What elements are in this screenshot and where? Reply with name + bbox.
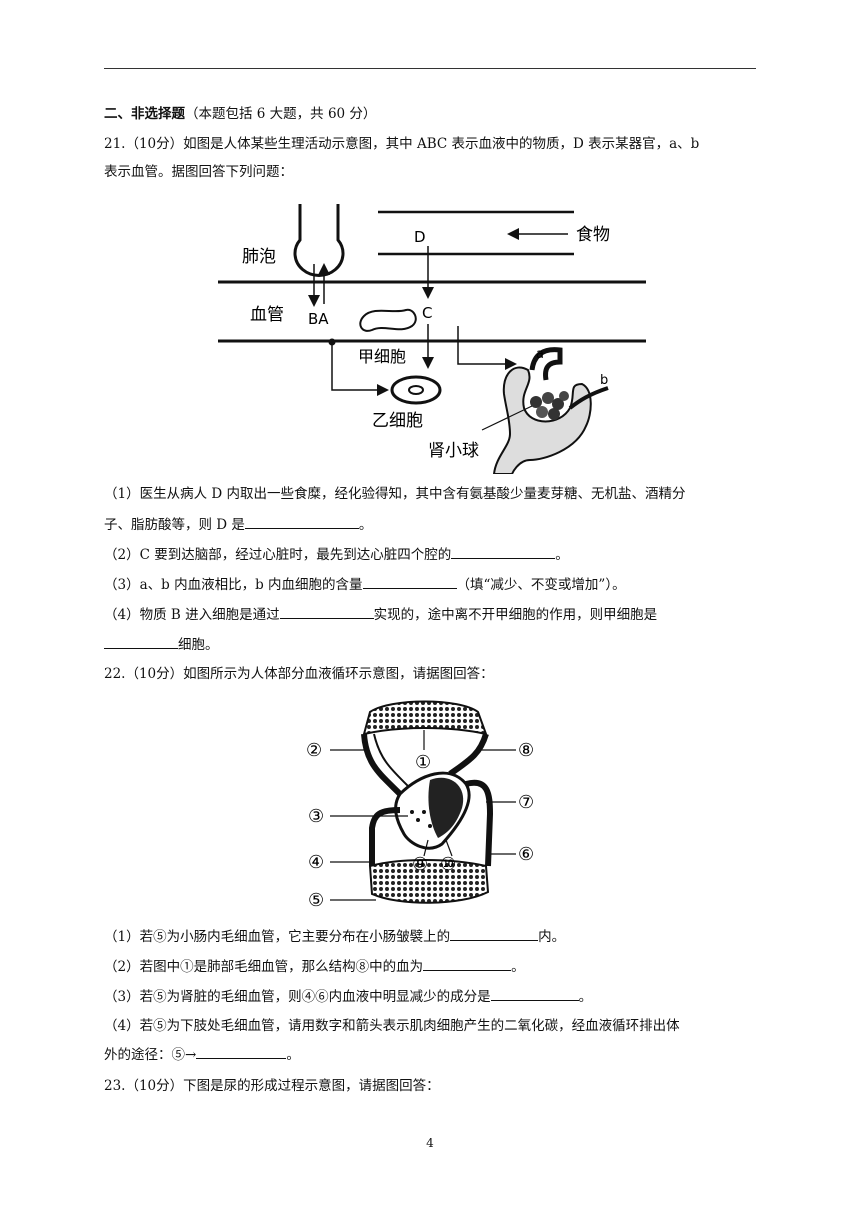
label-3: ③ [308, 806, 324, 827]
q21-p1-line2: 子、脂肪酸等，则 D 是。 [104, 514, 764, 535]
answer-blank[interactable] [196, 1044, 287, 1059]
label-ba: BA [308, 310, 329, 328]
q21-stem-line1: 21.（10分）如图是人体某些生理活动示意图，其中 ABC 表示血液中的物质，D… [104, 136, 700, 152]
q22-p1: （1）若⑤为小肠内毛细血管，它主要分布在小肠皱襞上的内。 [104, 926, 764, 947]
vessel-right-top [448, 733, 489, 777]
alveolus-shape [293, 204, 345, 277]
vessel-b-shape [568, 386, 609, 410]
q22-p4-line1: （4）若⑤为下肢处毛细血管，请用数字和箭头表示肌肉细胞产生的二氧化碳，经血液循环… [104, 1018, 680, 1034]
label-7: ⑦ [518, 792, 534, 813]
section-title: 二、非选择题 [104, 106, 185, 122]
q21-p2: （2）C 要到达脑部，经过心脏时，最先到达心脏四个腔的。 [104, 544, 764, 565]
q21-stem-line2: 表示血管。据图回答下列问题： [104, 164, 293, 180]
answer-blank[interactable] [279, 604, 374, 619]
capillary-top [362, 700, 488, 736]
answer-blank[interactable] [362, 574, 457, 589]
label-1: ① [415, 752, 431, 773]
label-4: ④ [308, 852, 324, 873]
glomerulus-pointer [481, 405, 533, 431]
vessel-right-outer [465, 779, 494, 867]
answer-blank[interactable] [244, 514, 359, 529]
page-number: 4 [426, 1136, 434, 1150]
q22-circulation-figure: ② ⑧ ① ⑦ ③ ⑨ ⑩ ⑥ ④ ⑤ [306, 700, 534, 911]
kidney-capsule-shape [492, 366, 592, 474]
jia-cell-shape [359, 308, 417, 332]
q22-p4-line2: 外的途径：⑤→。 [104, 1044, 764, 1065]
arrow-to-kidney [457, 326, 517, 370]
label-10: ⑩ [440, 854, 456, 875]
q22-p3: （3）若⑤为肾脏的毛细血管，则④⑥内血液中明显减少的成分是。 [104, 986, 764, 1007]
section-note: （本题包括 6 大题，共 60 分） [185, 106, 377, 122]
q22-p2: （2）若图中①是肺部毛细血管，那么结构⑧中的血为。 [104, 956, 764, 977]
label-9: ⑨ [412, 854, 428, 875]
vessel-left-top [361, 733, 403, 797]
label-d: D [414, 228, 426, 246]
q21-p4-line1: （4）物质 B 进入细胞是通过实现的，途中离不开甲细胞的作用，则甲细胞是 [104, 604, 764, 625]
label-b: b [600, 373, 608, 388]
label-yi-cell: 乙细胞 [372, 411, 423, 431]
header-rule [104, 68, 756, 69]
q22-stem: 22.（10分）如图所示为人体部分血液循环示意图，请据图回答： [104, 666, 494, 682]
q23-stem: 23.（10分）下图是尿的形成过程示意图，请据图回答： [104, 1078, 440, 1094]
q21-p1-line1: （1）医生从病人 D 内取出一些食糜，经化验得知，其中含有氨基酸少量麦芽糖、无机… [104, 486, 686, 502]
label-2: ② [306, 740, 322, 761]
label-vessel: 血管 [250, 305, 284, 325]
answer-blank[interactable] [423, 956, 512, 971]
label-glomerulus: 肾小球 [428, 441, 479, 461]
q21-physiology-figure: 肺泡 血管 D 食物 BA C 甲细胞 乙细胞 肾小球 a b [218, 204, 646, 474]
vessel-a-shape [529, 347, 563, 381]
answer-blank[interactable] [490, 986, 579, 1001]
label-jia-cell: 甲细胞 [358, 347, 406, 366]
label-c: C [422, 304, 432, 322]
arrow-to-yi-cell [331, 342, 389, 396]
label-food: 食物 [576, 225, 610, 245]
answer-blank[interactable] [451, 544, 556, 559]
label-alveolus: 肺泡 [242, 247, 276, 267]
answer-blank[interactable] [450, 926, 539, 941]
glomerulus-cluster [530, 391, 569, 420]
label-5: ⑤ [308, 890, 324, 911]
label-8: ⑧ [518, 740, 534, 761]
heart-dark-chamber [428, 777, 464, 838]
q21-p3: （3）a、b 内血液相比，b 内血细胞的含量（填“减少、不变或增加”）。 [104, 574, 764, 595]
answer-blank[interactable] [104, 634, 178, 649]
vessel-left-lower [369, 807, 401, 866]
capillary-bottom [368, 859, 490, 904]
label-a: a [536, 347, 544, 362]
q21-p4-line2: 细胞。 [104, 634, 764, 655]
section-heading: 二、非选择题（本题包括 6 大题，共 60 分） [104, 104, 764, 124]
label-6: ⑥ [518, 844, 534, 865]
